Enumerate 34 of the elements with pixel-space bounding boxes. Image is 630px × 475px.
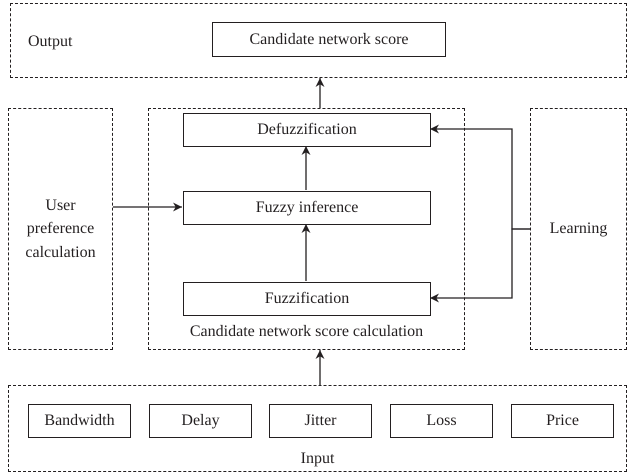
arrow bbox=[316, 350, 324, 385]
module-panel bbox=[148, 108, 465, 350]
input-box bbox=[28, 404, 131, 438]
input-panel bbox=[8, 385, 627, 472]
input-box bbox=[390, 404, 493, 438]
node-label: Jitter bbox=[304, 412, 336, 430]
node-label: Output bbox=[28, 33, 72, 51]
input-box bbox=[149, 404, 252, 438]
node-label: Input bbox=[300, 450, 336, 468]
arrow bbox=[302, 146, 310, 190]
node-label: Loss bbox=[426, 412, 457, 430]
node-label: Fuzzification bbox=[264, 290, 350, 308]
node-label: Delay bbox=[181, 412, 220, 430]
node-label: Candidate network score bbox=[249, 30, 409, 48]
node-label: Defuzzification bbox=[257, 121, 357, 139]
node-label: Candidate network score calculation bbox=[188, 323, 424, 341]
arrow bbox=[316, 78, 324, 108]
arrow bbox=[113, 202, 182, 212]
output-panel bbox=[10, 3, 627, 78]
input-box bbox=[269, 404, 372, 438]
process-box bbox=[183, 282, 431, 316]
node-label: Fuzzy inference bbox=[256, 199, 358, 217]
node-label: Bandwidth bbox=[44, 412, 115, 430]
module-panel bbox=[530, 108, 627, 350]
process-box bbox=[183, 113, 431, 147]
module-panel bbox=[8, 108, 113, 350]
node-label: Price bbox=[546, 412, 579, 430]
arrow bbox=[302, 224, 310, 281]
input-box bbox=[511, 404, 614, 438]
output-box bbox=[212, 22, 446, 57]
node-label: Learning bbox=[548, 219, 608, 240]
process-box bbox=[183, 191, 431, 225]
node-label: User preference calculation bbox=[24, 196, 97, 263]
arrow bbox=[430, 228, 530, 302]
